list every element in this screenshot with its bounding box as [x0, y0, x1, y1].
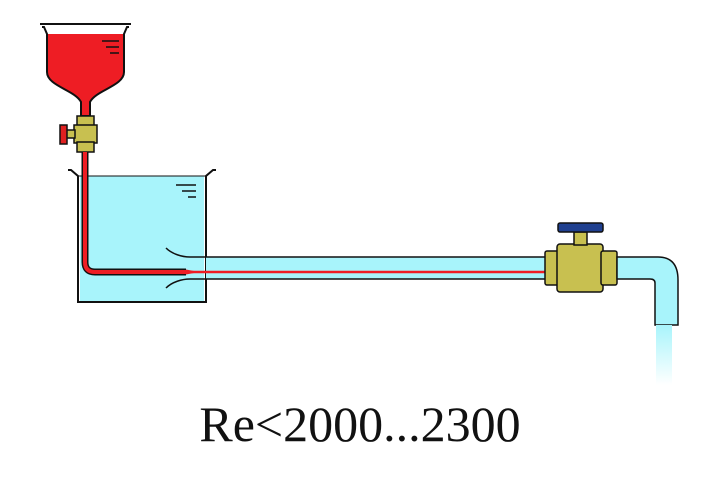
stopcock-handle: [59, 124, 68, 145]
dye-stopcock-valve[interactable]: [59, 115, 98, 153]
valve-handle: [557, 222, 604, 233]
glass-flow-tube: [165, 247, 546, 289]
dye-streak: [81, 152, 546, 276]
reynolds-number-caption: Re<2000...2300: [199, 396, 521, 452]
bent-outlet-pipe: [616, 256, 679, 385]
water-tank: [68, 169, 216, 303]
outlet-valve[interactable]: [544, 222, 618, 293]
dye-reservoir-funnel: [40, 23, 131, 117]
water-stream: [656, 325, 672, 385]
